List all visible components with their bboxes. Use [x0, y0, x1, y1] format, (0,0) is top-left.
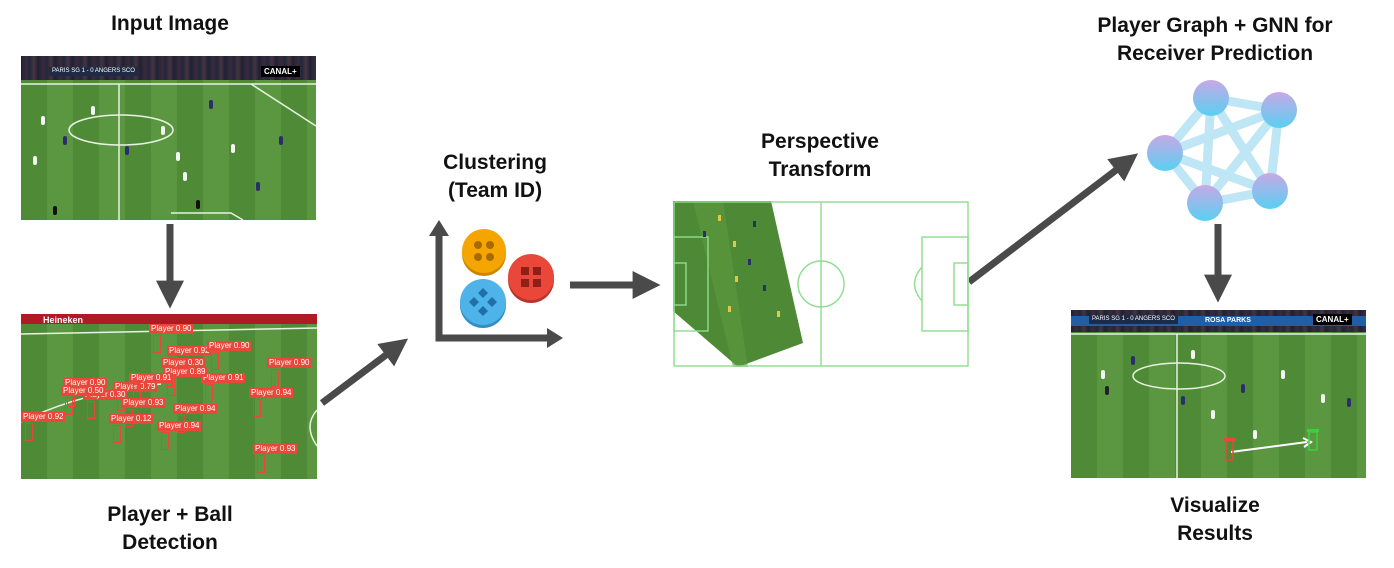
- detection-label: Player 0.94: [249, 388, 294, 398]
- ad-board: [21, 314, 317, 324]
- detection-label: Player 0.92: [167, 346, 212, 356]
- arrow-perspective-to-graph: [966, 153, 1139, 285]
- graph-node: [1252, 173, 1288, 209]
- detection-label: Player 0.30: [161, 358, 206, 368]
- detection-label: Player 0.93: [121, 398, 166, 408]
- label-input-image: Input Image: [111, 12, 229, 35]
- detection-box: [113, 425, 121, 443]
- graph-node: [1187, 185, 1223, 221]
- arrow-detection-to-clustering: [319, 338, 409, 406]
- perspective-pitch: [673, 201, 969, 367]
- detection-label: Player 0.90: [267, 358, 312, 368]
- detection-label: Player 0.91: [129, 373, 174, 383]
- label-clustering: Clustering (Team ID): [443, 151, 547, 202]
- detection-label: Player 0.91: [201, 373, 246, 383]
- scoreboard: PARIS SG 1 - 0 ANGERS SCO: [1089, 315, 1178, 324]
- label-graph: Player Graph + GNN for Receiver Predicti…: [1097, 14, 1333, 65]
- team-c-icon: [460, 279, 506, 325]
- team-a-icon: [462, 229, 506, 273]
- detection-label: Player 0.90: [207, 341, 252, 351]
- player-graph-icon: [1147, 80, 1297, 221]
- detection-label: Player 0.90: [63, 378, 108, 388]
- detection-box: [65, 397, 73, 415]
- detection-label: Player 0.89: [163, 367, 208, 377]
- detection-box: [253, 399, 261, 417]
- sponsor-text: ROSA PARKS: [1205, 317, 1251, 324]
- detection-box: [211, 352, 219, 370]
- passer-box: [1225, 439, 1234, 461]
- detection-label: Player 0.90: [149, 324, 194, 334]
- sponsor-text: Heineken: [43, 315, 84, 325]
- ad-board: [1071, 316, 1366, 326]
- detection-label: Player 0.50: [61, 386, 106, 396]
- broadcaster-logo: CANAL+: [261, 66, 300, 77]
- detection-label: Player 0.93: [253, 444, 298, 454]
- pitch-lines: [21, 83, 316, 220]
- graph-node: [1193, 80, 1229, 116]
- detection-label: Player 0.94: [157, 421, 202, 431]
- detection-box: [271, 369, 279, 387]
- results-frame: ROSA PARKS PARIS SG 1 - 0 ANGERS SCO CAN…: [1071, 310, 1366, 478]
- broadcaster-logo: CANAL+: [1313, 314, 1352, 325]
- detection-box: [153, 335, 161, 353]
- input-image-frame: PARIS SG 1 - 0 ANGERS SCO CANAL+: [21, 56, 316, 220]
- detection-label: Player 0.94: [173, 404, 218, 414]
- graph-node: [1261, 92, 1297, 128]
- scoreboard: PARIS SG 1 - 0 ANGERS SCO: [49, 67, 138, 76]
- projected-players: [703, 215, 780, 317]
- label-visualize: Visualize Results: [1170, 494, 1260, 545]
- detection-box: [161, 432, 169, 450]
- graph-node: [1147, 135, 1183, 171]
- detection-box: [257, 455, 265, 473]
- detection-label: Player 0.12: [109, 414, 154, 424]
- detection-box: [205, 384, 213, 402]
- scatter-axes-icon: [429, 220, 563, 348]
- label-detection: Player + Ball Detection: [107, 503, 233, 554]
- detection-box: [87, 401, 95, 419]
- detection-label: Player 0.92: [21, 412, 66, 422]
- pitch-lines: [1071, 333, 1366, 478]
- label-perspective: Perspective Transform: [761, 130, 879, 181]
- detection-box: [25, 423, 33, 441]
- detection-label: Player 0.79: [113, 382, 158, 392]
- pass-arrow: [1230, 441, 1308, 453]
- team-b-icon: [508, 254, 554, 300]
